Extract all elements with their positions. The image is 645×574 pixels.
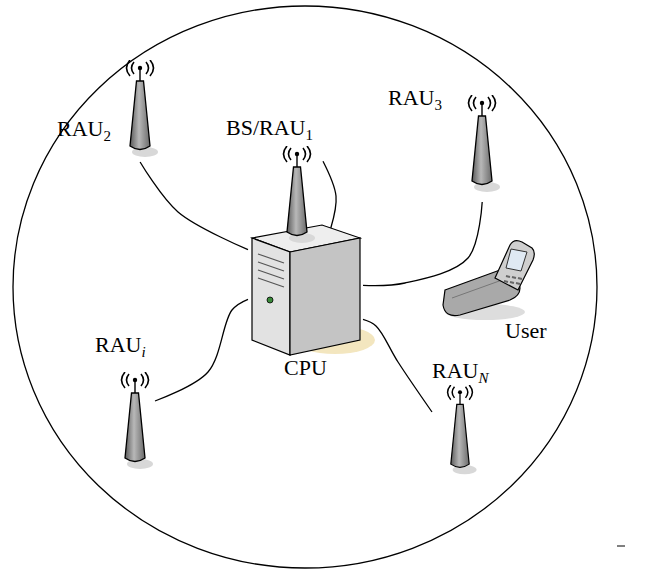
antenna bbox=[284, 146, 316, 243]
phone-illustration bbox=[443, 241, 534, 320]
node-label: User bbox=[505, 318, 547, 344]
antenna bbox=[122, 372, 154, 469]
subscript-index: 3 bbox=[434, 97, 442, 113]
cable bbox=[363, 319, 432, 412]
node-label: BS/RAU1 bbox=[226, 115, 313, 144]
subscript-index: 1 bbox=[305, 127, 313, 143]
server-illustration bbox=[252, 225, 375, 355]
rau-node: RAU3 bbox=[385, 82, 505, 202]
rau-node: RAU2 bbox=[55, 62, 170, 162]
node-name: BS/RAU bbox=[226, 115, 305, 140]
phone-edge bbox=[452, 280, 502, 298]
cable bbox=[323, 161, 336, 228]
rau-node: RAUi bbox=[93, 330, 155, 472]
subscript-index: i bbox=[141, 344, 145, 360]
node-label: RAUi bbox=[95, 332, 146, 361]
stray-mark bbox=[617, 546, 625, 547]
phone-screen bbox=[506, 249, 527, 271]
node-name: RAU bbox=[388, 85, 434, 110]
cable bbox=[140, 162, 248, 250]
bs-rau-node: BS/RAU1 bbox=[226, 115, 323, 225]
node-name: RAU bbox=[95, 332, 141, 357]
rau-node: RAUN bbox=[432, 358, 498, 478]
cable bbox=[363, 202, 482, 285]
phone-keys bbox=[504, 276, 522, 284]
node-name: RAU bbox=[57, 116, 103, 141]
node-label: CPU bbox=[284, 355, 327, 381]
node-label: RAU2 bbox=[57, 116, 111, 145]
phone-lid bbox=[495, 241, 534, 290]
server-side bbox=[290, 238, 360, 355]
node-name: User bbox=[505, 318, 547, 343]
node-label: RAUN bbox=[432, 358, 488, 387]
subscript-index: 2 bbox=[103, 128, 111, 144]
user-node: User bbox=[440, 240, 565, 350]
node-label: RAU3 bbox=[388, 85, 442, 114]
node-name: CPU bbox=[284, 355, 327, 380]
server-button bbox=[267, 297, 273, 303]
node-name: RAU bbox=[432, 358, 478, 383]
antenna bbox=[448, 385, 477, 474]
server-front bbox=[252, 238, 290, 355]
antenna bbox=[127, 60, 159, 157]
antenna bbox=[469, 95, 501, 192]
coverage-circle bbox=[13, 6, 597, 568]
server-slots bbox=[258, 254, 284, 287]
cable bbox=[155, 299, 248, 401]
subscript-index: N bbox=[478, 370, 488, 386]
cpu-node: CPU bbox=[248, 228, 363, 383]
